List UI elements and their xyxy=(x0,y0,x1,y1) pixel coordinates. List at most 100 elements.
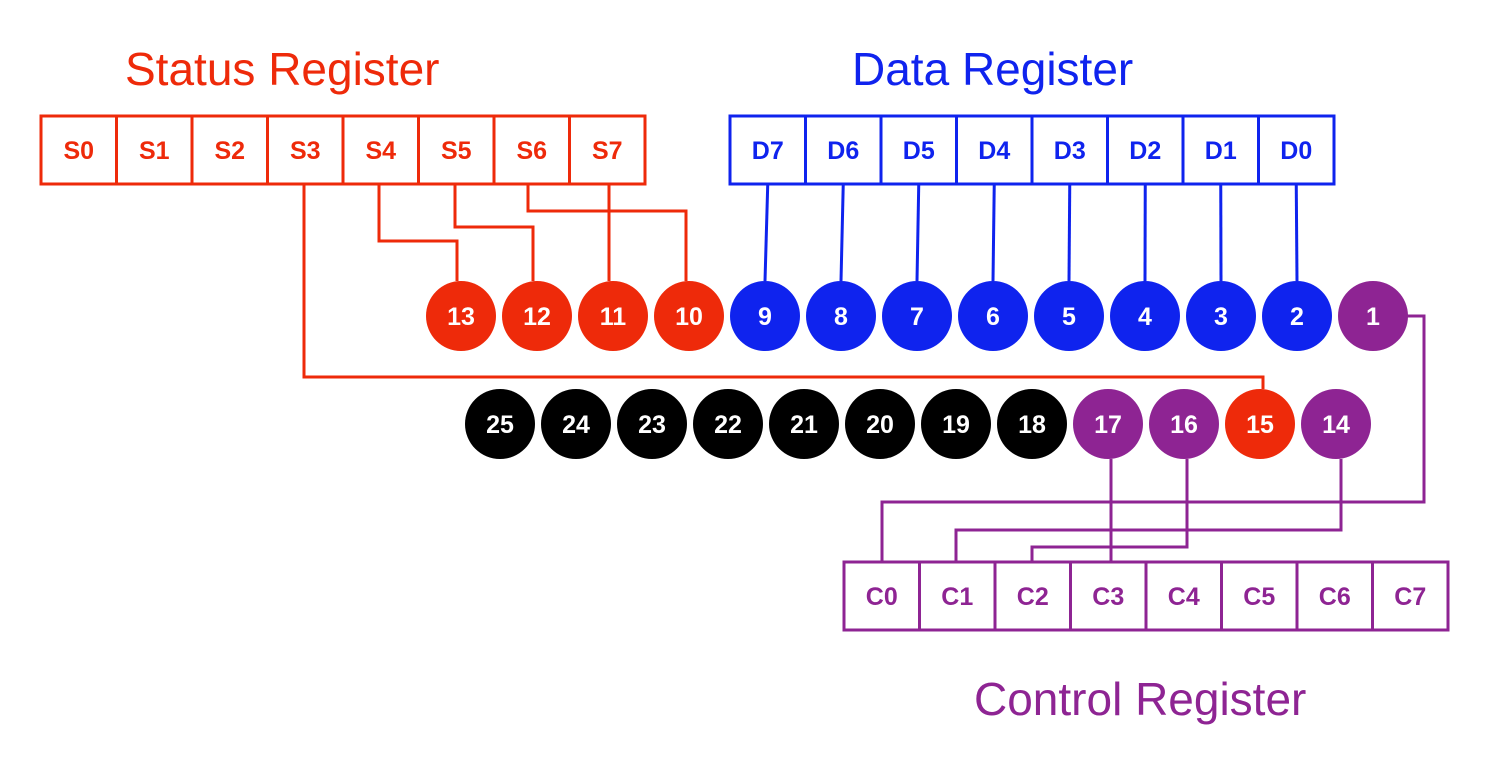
register-cell-c2: C2 xyxy=(993,560,1072,632)
pin-5: 5 xyxy=(1034,281,1104,351)
connection-wires xyxy=(302,183,1426,562)
wire-s3-to-pin-15 xyxy=(302,184,1265,389)
wire-c1-to-pin-14 xyxy=(954,459,1343,562)
pin-label: 16 xyxy=(1170,411,1198,439)
pin-label: 5 xyxy=(1062,303,1076,331)
pin-16: 16 xyxy=(1149,389,1219,459)
register-cell-s0: S0 xyxy=(39,114,118,186)
pin-22: 22 xyxy=(693,389,763,459)
data-register: Data Register D7 D6 D5 D4 D3 D2 D1 D0 xyxy=(728,43,1336,186)
register-cell-label: D5 xyxy=(903,137,935,165)
pin-label: 7 xyxy=(910,303,924,331)
pin-label: 12 xyxy=(523,303,551,331)
pin-label: 19 xyxy=(942,411,970,439)
register-cell-s6: S6 xyxy=(492,114,571,186)
register-cell-label: D6 xyxy=(827,137,859,165)
pin-24: 24 xyxy=(541,389,611,459)
register-cell-d7: D7 xyxy=(728,114,807,186)
register-cell-s1: S1 xyxy=(115,114,194,186)
pin-label: 14 xyxy=(1322,411,1350,439)
pin-label: 4 xyxy=(1138,303,1152,331)
register-cell-label: S1 xyxy=(139,137,170,165)
connector-pins-bottom-row: 25 24 23 22 21 20 19 18 17 16 15 14 xyxy=(465,389,1371,459)
pin-21: 21 xyxy=(769,389,839,459)
pin-7: 7 xyxy=(882,281,952,351)
register-cell-label: S7 xyxy=(592,137,623,165)
wire-s5-to-pin-12 xyxy=(453,184,535,281)
register-cell-label: D2 xyxy=(1129,137,1161,165)
data-register-cells: D7 D6 D5 D4 D3 D2 D1 D0 xyxy=(728,114,1336,186)
pin-label: 18 xyxy=(1018,411,1046,439)
pin-label: 2 xyxy=(1290,303,1304,331)
pin-label: 8 xyxy=(834,303,848,331)
pin-3: 3 xyxy=(1186,281,1256,351)
register-cell-label: S2 xyxy=(214,137,245,165)
status-register-title: Status Register xyxy=(125,43,439,95)
pin-label: 25 xyxy=(486,411,514,439)
wire-s4-to-pin-13 xyxy=(377,184,459,281)
pin-label: 13 xyxy=(447,303,475,331)
pin-15: 15 xyxy=(1225,389,1295,459)
pin-label: 10 xyxy=(675,303,703,331)
register-cell-label: D3 xyxy=(1054,137,1086,165)
pin-11: 11 xyxy=(578,281,648,351)
register-cell-s2: S2 xyxy=(190,114,269,186)
register-cell-d5: D5 xyxy=(879,114,958,186)
wire-d3-to-pin-5 xyxy=(1067,183,1072,282)
register-cell-label: C2 xyxy=(1017,583,1049,611)
wire-d5-to-pin-7 xyxy=(915,183,921,282)
pin-23: 23 xyxy=(617,389,687,459)
register-cell-label: C3 xyxy=(1092,583,1124,611)
status-register-cells: S0 S1 S2 S3 S4 S5 S6 S7 xyxy=(39,114,647,186)
register-cell-label: D1 xyxy=(1205,137,1237,165)
register-cell-c1: C1 xyxy=(918,560,997,632)
register-cell-d6: D6 xyxy=(804,114,883,186)
pin-25: 25 xyxy=(465,389,535,459)
data-register-title: Data Register xyxy=(852,43,1133,95)
pin-10: 10 xyxy=(654,281,724,351)
pin-label: 3 xyxy=(1214,303,1228,331)
register-cell-d2: D2 xyxy=(1106,114,1185,186)
register-cell-label: S5 xyxy=(441,137,472,165)
pin-label: 20 xyxy=(866,411,894,439)
register-cell-d4: D4 xyxy=(955,114,1034,186)
pin-12: 12 xyxy=(502,281,572,351)
pin-20: 20 xyxy=(845,389,915,459)
pin-label: 15 xyxy=(1246,411,1274,439)
wire-s6-to-pin-10 xyxy=(526,184,688,281)
register-cell-label: C5 xyxy=(1243,583,1275,611)
register-cell-label: C0 xyxy=(866,583,898,611)
pin-1: 1 xyxy=(1338,281,1408,351)
pin-17: 17 xyxy=(1073,389,1143,459)
register-cell-c4: C4 xyxy=(1144,560,1223,632)
register-cell-label: S6 xyxy=(516,137,547,165)
pin-6: 6 xyxy=(958,281,1028,351)
pin-label: 17 xyxy=(1094,411,1122,439)
pin-18: 18 xyxy=(997,389,1067,459)
register-cell-label: D0 xyxy=(1280,137,1312,165)
pin-8: 8 xyxy=(806,281,876,351)
register-cell-label: C7 xyxy=(1394,583,1426,611)
pin-2: 2 xyxy=(1262,281,1332,351)
register-cell-label: C4 xyxy=(1168,583,1200,611)
register-cell-s4: S4 xyxy=(341,114,420,186)
register-cell-s5: S5 xyxy=(417,114,496,186)
register-cell-c5: C5 xyxy=(1220,560,1299,632)
pin-label: 23 xyxy=(638,411,666,439)
register-cell-s3: S3 xyxy=(266,114,345,186)
register-cell-label: S4 xyxy=(365,137,396,165)
wire-c0-to-pin-1 xyxy=(880,314,1426,562)
register-cell-d0: D0 xyxy=(1257,114,1336,186)
register-cell-label: C1 xyxy=(941,583,973,611)
pin-label: 22 xyxy=(714,411,742,439)
pin-label: 6 xyxy=(986,303,1000,331)
pin-label: 1 xyxy=(1366,303,1380,331)
register-cell-s7: S7 xyxy=(568,114,647,186)
control-register-title: Control Register xyxy=(974,673,1306,725)
pin-label: 11 xyxy=(600,303,627,331)
pin-label: 21 xyxy=(790,411,818,439)
register-cell-d1: D1 xyxy=(1181,114,1260,186)
